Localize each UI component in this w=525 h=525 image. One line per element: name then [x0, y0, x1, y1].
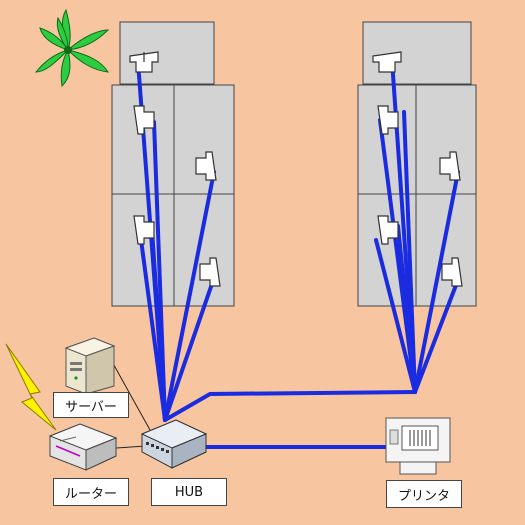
pc-icon	[199, 257, 221, 287]
printer-icon	[385, 417, 451, 475]
pc-icon	[377, 105, 399, 135]
pc-icon	[439, 151, 461, 181]
printer-label: プリンタ	[386, 480, 462, 508]
pc-icons-right	[372, 51, 463, 287]
router-server-links	[109, 357, 151, 449]
pc-icon	[372, 51, 402, 73]
server-label: サーバー	[53, 392, 129, 418]
server-icon	[64, 337, 116, 395]
hub-icon	[140, 419, 208, 469]
network-cables	[136, 58, 460, 449]
router-label: ルーター	[53, 478, 129, 506]
pc-icon	[133, 215, 155, 245]
router-icon	[48, 423, 118, 471]
hub-label: HUB	[151, 478, 227, 506]
pc-icon	[195, 151, 217, 181]
pc-icon	[129, 51, 159, 73]
pc-icon	[441, 257, 463, 287]
pc-icons-left	[129, 51, 221, 287]
plant-icon	[34, 8, 110, 88]
lightning-icon	[5, 343, 57, 431]
pc-icon	[377, 215, 399, 245]
right-desk-island	[357, 21, 477, 307]
pc-icon	[133, 105, 155, 135]
